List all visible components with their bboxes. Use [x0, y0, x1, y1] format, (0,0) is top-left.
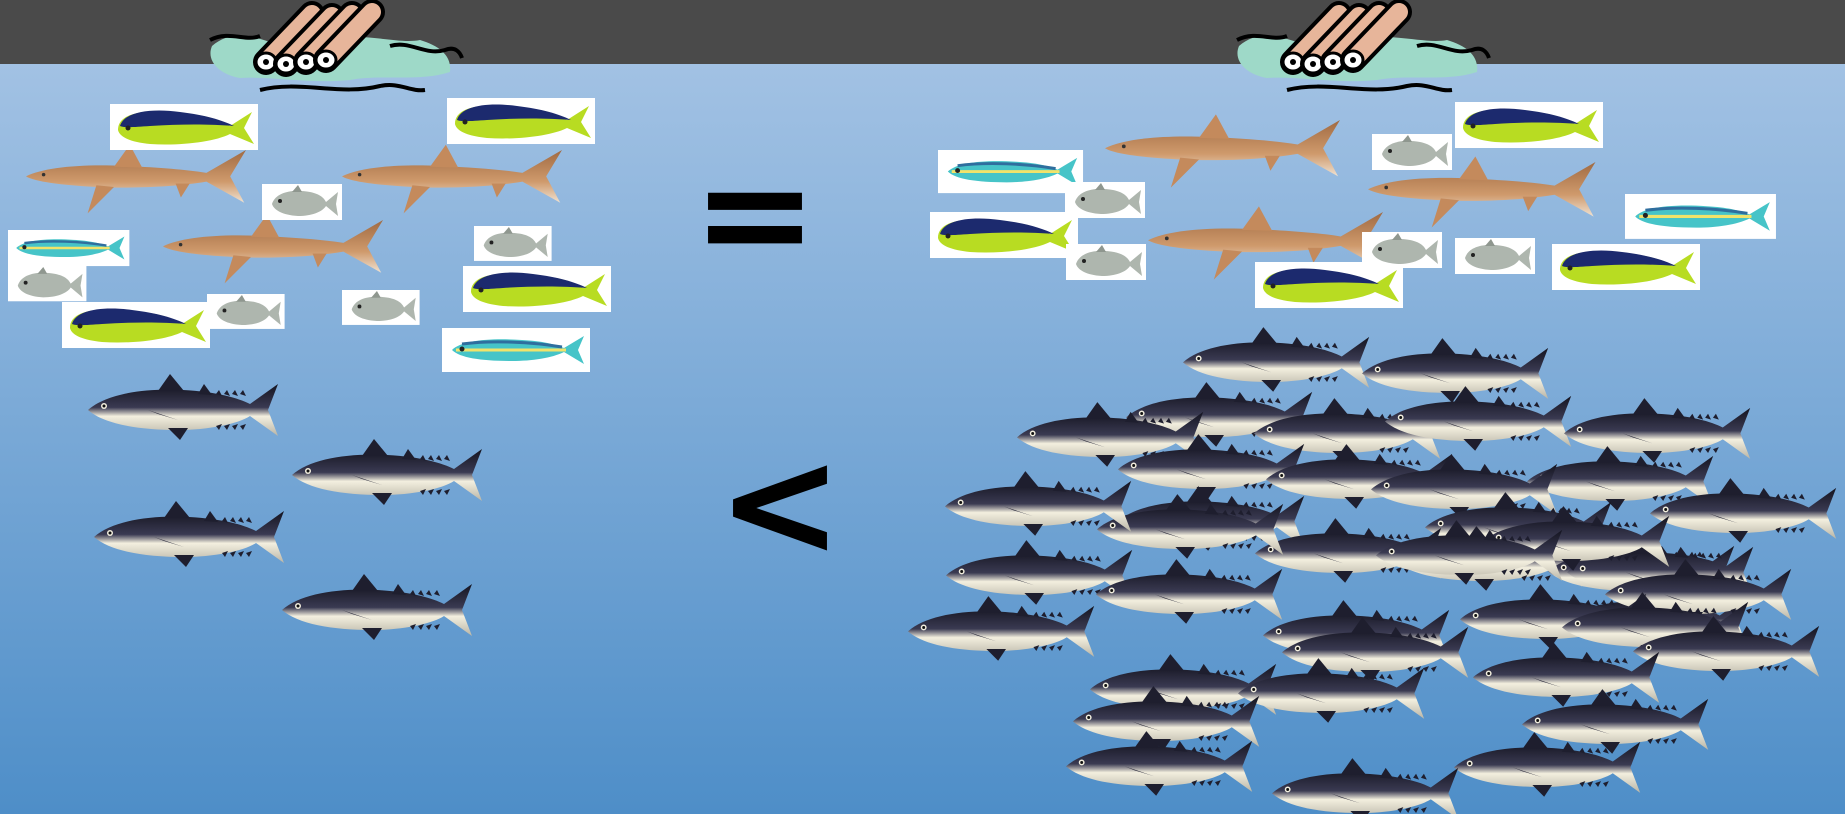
triggerfish: [8, 266, 87, 302]
dorado-fish: [930, 212, 1078, 258]
fad-icon: [209, 0, 464, 93]
skipjack-tuna: [1633, 616, 1820, 681]
dorado-fish: [62, 302, 210, 348]
skipjack-tuna: [1527, 446, 1714, 511]
equals-symbol: =: [692, 127, 818, 301]
silky-shark: [1368, 156, 1596, 228]
skipjack-tuna: [94, 501, 284, 567]
triggerfish: [1372, 134, 1452, 170]
skipjack-tuna: [1376, 520, 1563, 585]
skipjack-tuna: [1272, 758, 1459, 814]
skipjack-tuna: [1066, 731, 1253, 796]
dorado-fish: [1552, 244, 1700, 290]
skipjack-tuna: [1073, 686, 1260, 751]
triggerfish: [207, 294, 285, 329]
skipjack-tuna: [1454, 732, 1641, 797]
skipjack-tuna: [945, 471, 1132, 536]
skipjack-tuna: [1183, 327, 1370, 392]
triggerfish: [1066, 244, 1146, 280]
skipjack-tuna: [1650, 478, 1837, 543]
skipjack-tuna: [292, 439, 482, 505]
triggerfish: [1362, 232, 1442, 268]
skipjack-tuna: [1362, 338, 1549, 403]
fad-icon: [1236, 0, 1491, 93]
skipjack-tuna: [88, 374, 278, 440]
bycatch-group-left: [8, 98, 611, 372]
dorado-fish: [463, 266, 611, 312]
rainbow-runner-fish: [8, 230, 130, 267]
rainbow-runner-fish: [938, 150, 1084, 194]
rainbow-runner-fish: [1625, 194, 1776, 239]
skipjack-tuna: [282, 574, 472, 640]
skipjack-tuna: [1564, 398, 1751, 463]
dorado-fish: [1455, 102, 1603, 148]
triggerfish: [1065, 182, 1145, 218]
triggerfish: [1455, 238, 1535, 274]
skipjack-tuna: [1238, 658, 1425, 723]
skipjack-tuna: [1118, 434, 1305, 499]
less-than-symbol: <: [717, 417, 843, 591]
skipjack-tuna: [946, 540, 1133, 605]
skipjack-tuna: [1097, 494, 1284, 559]
skipjack-tuna: [1385, 386, 1572, 451]
skipjack-tuna: [1255, 518, 1442, 583]
tuna-school-right: [908, 327, 1837, 814]
skipjack-tuna: [1522, 689, 1709, 754]
dorado-fish: [1255, 262, 1403, 308]
bycatch-group-right: [930, 102, 1776, 308]
dorado-fish: [110, 104, 258, 150]
skipjack-tuna: [1473, 642, 1660, 707]
silky-shark: [1105, 114, 1340, 188]
silky-shark: [26, 144, 246, 214]
skipjack-tuna: [908, 596, 1095, 661]
silky-shark: [342, 144, 562, 214]
rainbow-runner-fish: [442, 328, 590, 372]
triggerfish: [342, 290, 420, 325]
dorado-fish: [447, 98, 595, 144]
triggerfish: [474, 226, 552, 261]
silky-shark: [163, 214, 383, 284]
silky-shark: [1148, 206, 1383, 280]
triggerfish: [262, 184, 342, 220]
tuna-school-left: [88, 374, 482, 640]
